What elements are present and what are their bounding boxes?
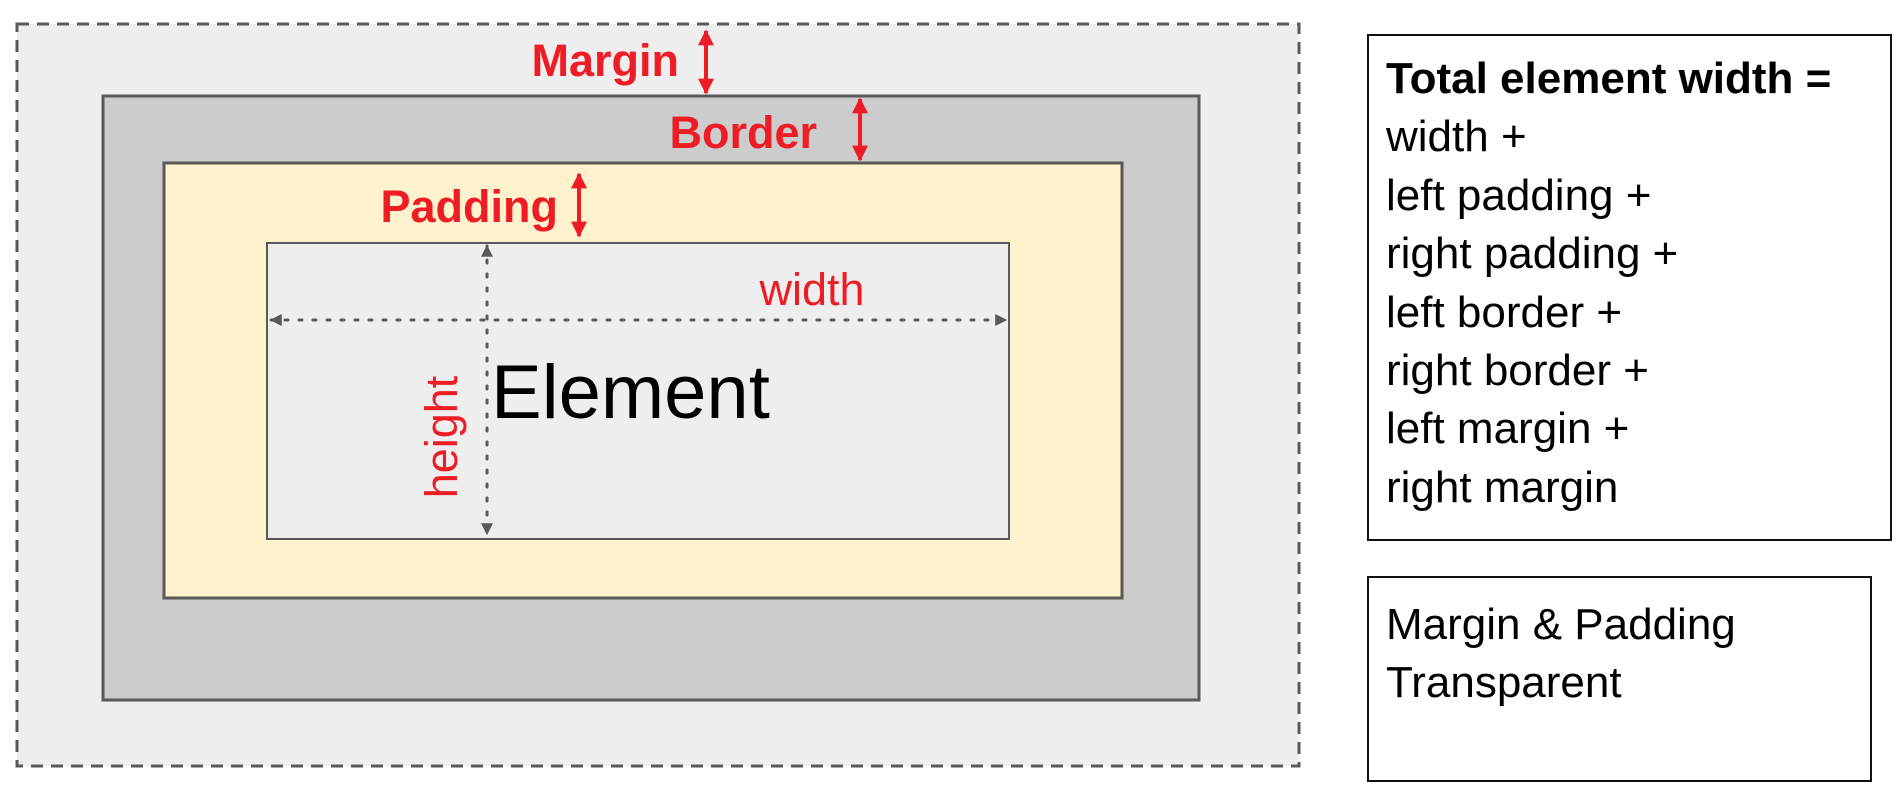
margin-label: Margin (531, 35, 679, 86)
transparency-note-box: Margin & Padding Transparent (1367, 576, 1872, 782)
formula-line: right margin (1386, 462, 1619, 512)
formula-line: left border + (1386, 287, 1623, 337)
formula-line: left padding + (1386, 170, 1652, 220)
element-label: Element (491, 350, 770, 435)
formula-line: left margin + (1386, 404, 1630, 454)
total-width-formula-box: Total element width = width + left paddi… (1367, 34, 1892, 541)
note-line: Transparent (1386, 658, 1622, 707)
height-label: height (416, 375, 467, 498)
width-label: width (758, 264, 864, 315)
element-content-area (266, 242, 1010, 540)
padding-label: Padding (381, 181, 559, 232)
formula-title: Total element width = (1386, 54, 1832, 103)
border-label: Border (669, 107, 817, 158)
formula-line: right padding + (1386, 229, 1679, 279)
formula-line: width + (1386, 112, 1527, 162)
formula-line: right border + (1386, 346, 1649, 396)
note-line: Margin & Padding (1386, 600, 1736, 649)
